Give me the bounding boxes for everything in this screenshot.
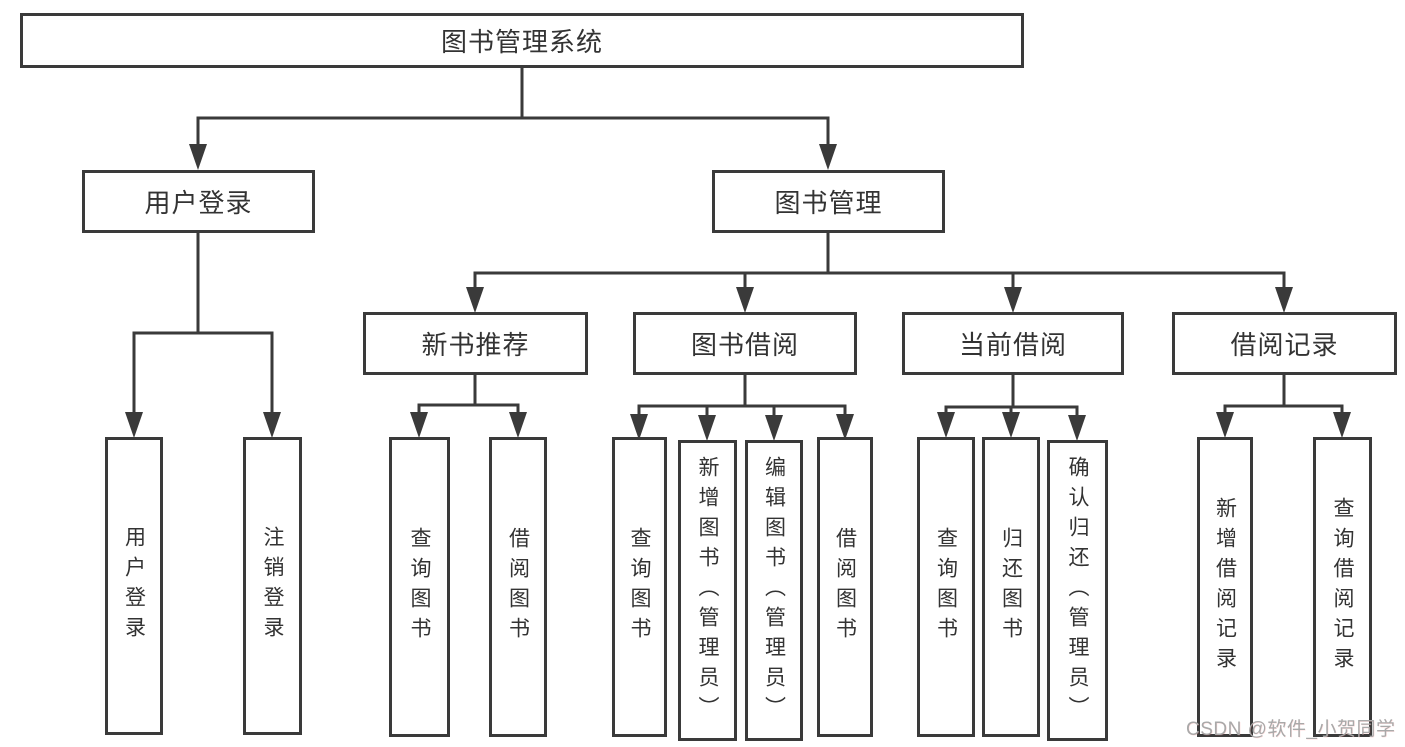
node-user-login: 用户登录 — [82, 170, 315, 233]
leaf-borrowing-borrow-book: 借阅图书 — [817, 437, 873, 737]
arrow-down-icon — [937, 412, 955, 438]
leaf-current-confirm-return-admin: 确认归还（管理员） — [1047, 440, 1108, 741]
leaf-current-query-book: 查询图书 — [917, 437, 975, 737]
leaf-borrowing-edit-book-admin: 编辑图书（管理员） — [745, 440, 803, 741]
arrow-down-icon — [630, 414, 648, 440]
node-book-management: 图书管理 — [712, 170, 945, 233]
arrow-down-icon — [1004, 287, 1022, 313]
leaf-current-return-book: 归还图书 — [982, 437, 1040, 737]
watermark: CSDN @软件_小贺同学 — [1186, 719, 1396, 740]
arrow-down-icon — [1333, 412, 1351, 438]
arrow-down-icon — [125, 412, 143, 438]
arrow-down-icon — [189, 144, 207, 170]
arrow-down-icon — [836, 414, 854, 440]
leaf-borrowing-add-book-admin: 新增图书（管理员） — [678, 440, 737, 741]
leaf-user-login: 用户登录 — [105, 437, 163, 735]
arrow-down-icon — [509, 412, 527, 438]
leaf-recommend-query-book: 查询图书 — [389, 437, 450, 737]
arrow-down-icon — [819, 144, 837, 170]
node-current-borrowing: 当前借阅 — [902, 312, 1124, 375]
node-new-book-recommend: 新书推荐 — [363, 312, 588, 375]
node-book-borrowing: 图书借阅 — [633, 312, 857, 375]
arrow-down-icon — [765, 415, 783, 441]
arrow-down-icon — [1275, 287, 1293, 313]
leaf-recommend-borrow-book: 借阅图书 — [489, 437, 547, 737]
node-library-management-system: 图书管理系统 — [20, 13, 1024, 68]
leaf-borrowing-query-book: 查询图书 — [612, 437, 667, 737]
arrow-down-icon — [1002, 412, 1020, 438]
arrow-down-icon — [1068, 415, 1086, 441]
leaf-records-query-record: 查询借阅记录 — [1313, 437, 1372, 737]
arrow-down-icon — [410, 412, 428, 438]
arrow-down-icon — [466, 287, 484, 313]
arrow-down-icon — [1216, 412, 1234, 438]
arrow-down-icon — [736, 287, 754, 313]
leaf-records-add-record: 新增借阅记录 — [1197, 437, 1253, 737]
node-borrow-records: 借阅记录 — [1172, 312, 1397, 375]
connector-path — [132, 68, 1344, 416]
leaf-logout-login: 注销登录 — [243, 437, 302, 735]
arrow-down-icon — [263, 412, 281, 438]
arrowheads — [125, 144, 1351, 441]
arrow-down-icon — [698, 415, 716, 441]
